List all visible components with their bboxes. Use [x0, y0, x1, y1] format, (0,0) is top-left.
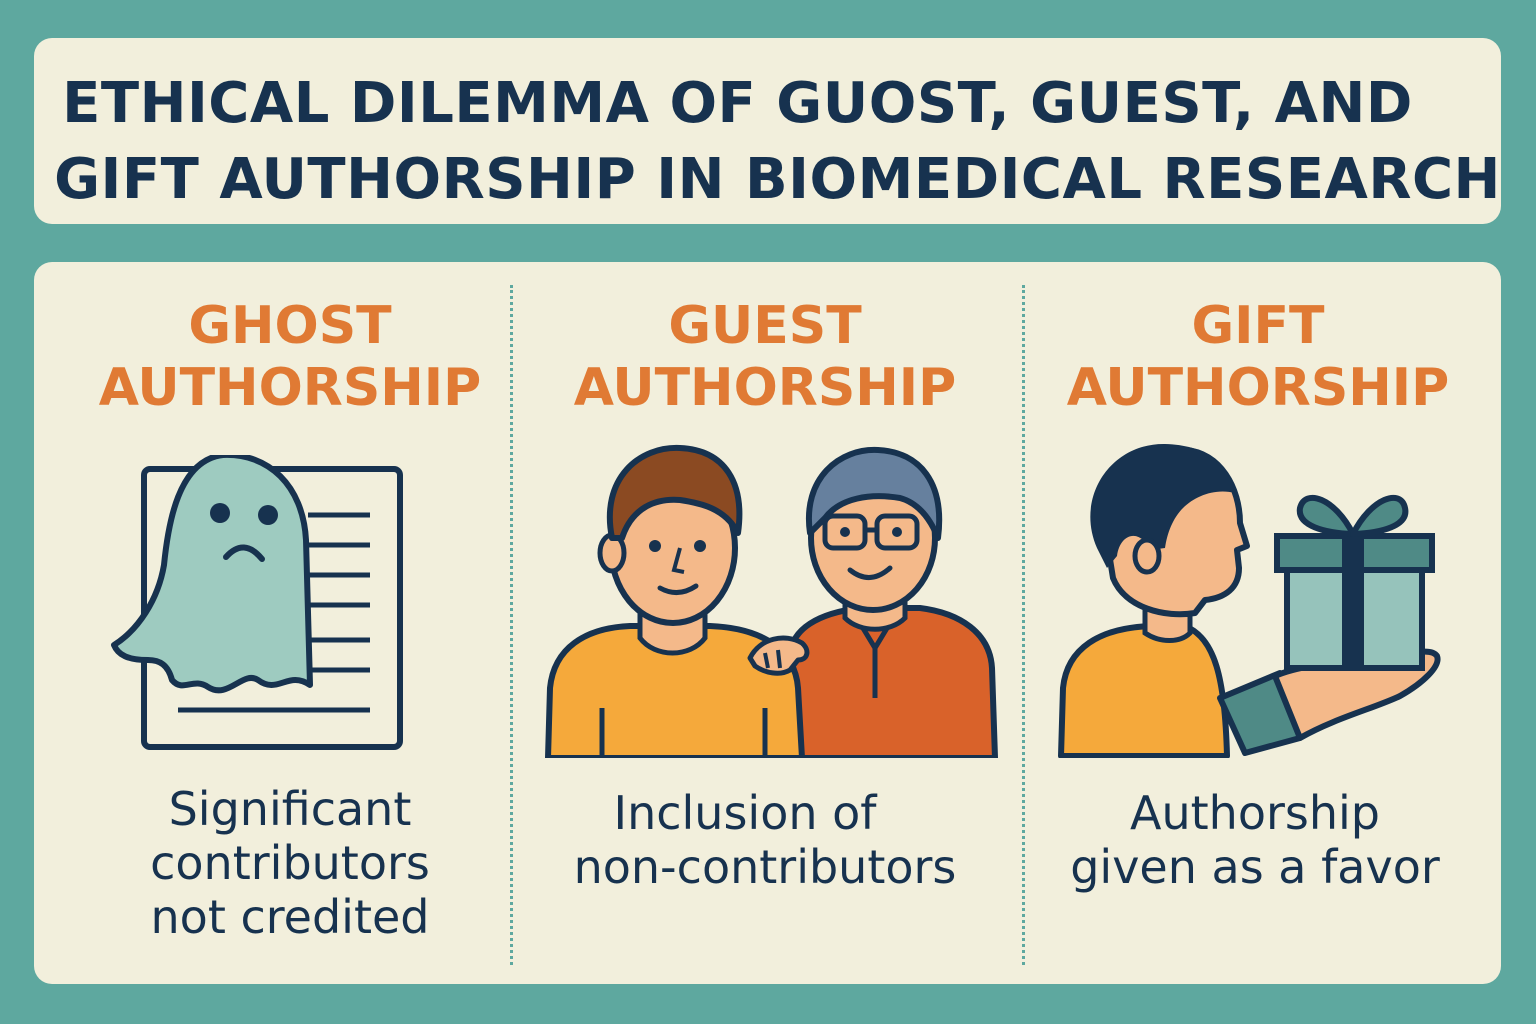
gift-description: Authorship given as a favor — [1035, 790, 1475, 890]
title-line-2: GIFT AUTHORSHIP IN BIOMEDICAL RESEARCH — [54, 147, 1501, 212]
gift-giving-icon — [1058, 443, 1441, 758]
gift-desc-line-2: given as a favor — [1070, 840, 1440, 894]
guest-heading-line-1: GUEST — [668, 296, 862, 356]
ghost-heading-line-2: AUTHORSHIP — [98, 358, 482, 418]
guest-heading-line-2: AUTHORSHIP — [573, 358, 957, 418]
title-line-1: ETHICAL DILEMMA OF GUOST, GUEST, AND — [62, 71, 1413, 136]
gift-heading-line-1: GIFT — [1191, 296, 1325, 356]
guest-desc-line-1: Inclusion of — [613, 786, 877, 840]
ghost-description: Significant contributors not credited — [70, 786, 510, 940]
ghost-heading: GHOST AUTHORSHIP — [90, 300, 490, 414]
gift-heading: GIFT AUTHORSHIP — [1058, 300, 1458, 414]
two-people-icon — [545, 444, 998, 758]
guest-desc-line-2: non-contributors — [573, 840, 957, 894]
ghost-desc-line-1: Significant — [168, 782, 412, 836]
ghost-desc-line-2: contributors — [150, 836, 430, 890]
ghost-desc-line-3: not credited — [150, 890, 430, 944]
title-box: ETHICAL DILEMMA OF GUOST, GUEST, AND GIF… — [34, 38, 1501, 224]
gift-desc-line-1: Authorship — [1130, 786, 1380, 840]
guest-description: Inclusion of non-contributors — [545, 790, 985, 890]
guest-heading: GUEST AUTHORSHIP — [565, 300, 965, 414]
ghost-heading-line-1: GHOST — [188, 296, 392, 356]
gift-heading-line-2: AUTHORSHIP — [1066, 358, 1450, 418]
column-divider-2 — [1022, 285, 1025, 965]
ghost-document-icon — [111, 455, 403, 750]
column-divider-1 — [510, 285, 513, 965]
